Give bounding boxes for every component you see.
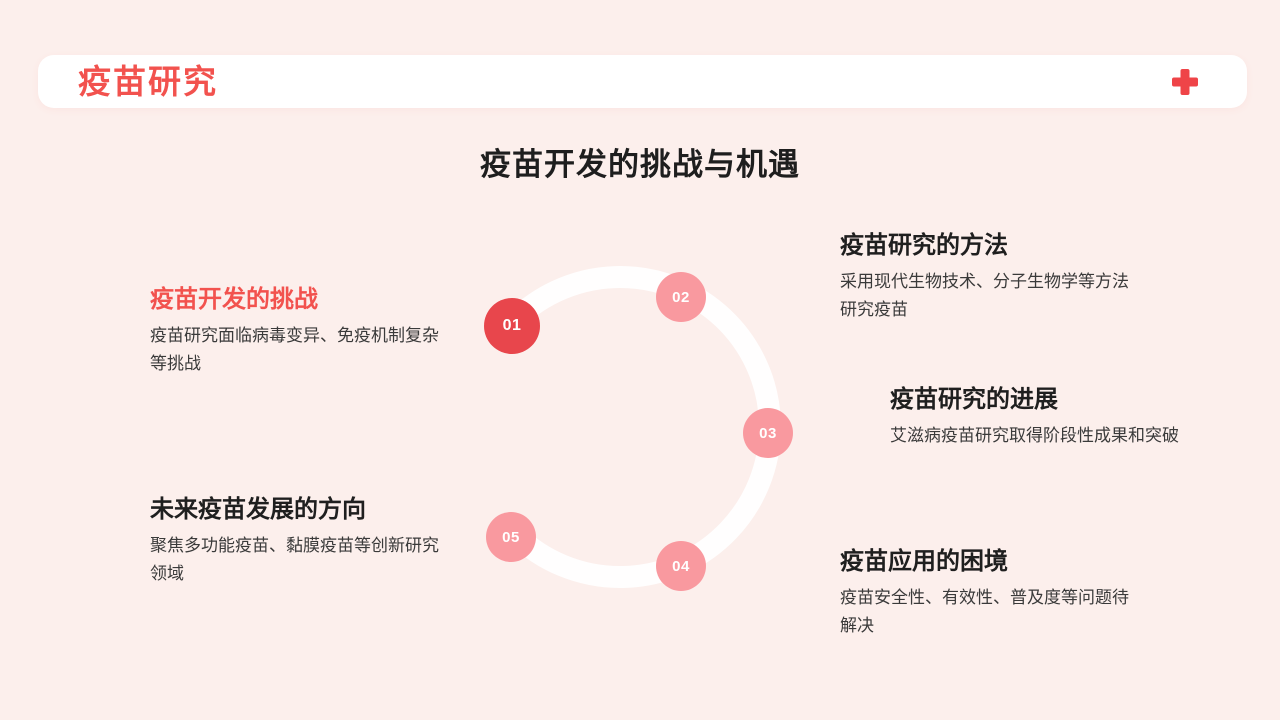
block-challenge-body: 疫苗研究面临病毒变异、免疫机制复杂等挑战 xyxy=(150,326,439,373)
step-number: 04 xyxy=(672,557,690,575)
step-circle-03: 03 xyxy=(743,408,793,458)
step-circle-02: 02 xyxy=(656,272,706,322)
step-number: 05 xyxy=(502,528,520,546)
step-number: 01 xyxy=(502,317,522,334)
block-challenge-heading: 疫苗开发的挑战 xyxy=(150,286,318,313)
step-number: 03 xyxy=(759,424,777,442)
header-bar: 疫苗研究 xyxy=(38,55,1247,108)
step-number: 02 xyxy=(672,288,690,306)
header-title: 疫苗研究 xyxy=(78,63,218,100)
block-progress-body: 艾滋病疫苗研究取得阶段性成果和突破 xyxy=(890,426,1179,445)
step-circle-01: 01 xyxy=(484,298,540,354)
block-dilemma-body: 疫苗安全性、有效性、普及度等问题待解决 xyxy=(840,588,1129,635)
block-method-heading: 疫苗研究的方法 xyxy=(840,232,1008,259)
block-progress-heading: 疫苗研究的进展 xyxy=(890,386,1058,413)
block-future-body: 聚焦多功能疫苗、黏膜疫苗等创新研究领域 xyxy=(150,536,439,583)
step-circle-04: 04 xyxy=(656,541,706,591)
page-title: 疫苗开发的挑战与机遇 xyxy=(480,147,800,182)
block-method: 疫苗研究的方法 采用现代生物技术、分子生物学等方法研究疫苗 xyxy=(840,230,1140,324)
block-future: 未来疫苗发展的方向 聚焦多功能疫苗、黏膜疫苗等创新研究领域 xyxy=(150,494,450,588)
medical-cross-icon xyxy=(1171,68,1199,96)
block-dilemma-heading: 疫苗应用的困境 xyxy=(840,548,1008,575)
block-progress: 疫苗研究的进展 艾滋病疫苗研究取得阶段性成果和突破 xyxy=(890,384,1210,450)
step-circle-05: 05 xyxy=(486,512,536,562)
block-method-body: 采用现代生物技术、分子生物学等方法研究疫苗 xyxy=(840,272,1129,319)
block-future-heading: 未来疫苗发展的方向 xyxy=(150,496,366,523)
block-challenge: 疫苗开发的挑战 疫苗研究面临病毒变异、免疫机制复杂等挑战 xyxy=(150,284,450,378)
block-dilemma: 疫苗应用的困境 疫苗安全性、有效性、普及度等问题待解决 xyxy=(840,546,1140,640)
